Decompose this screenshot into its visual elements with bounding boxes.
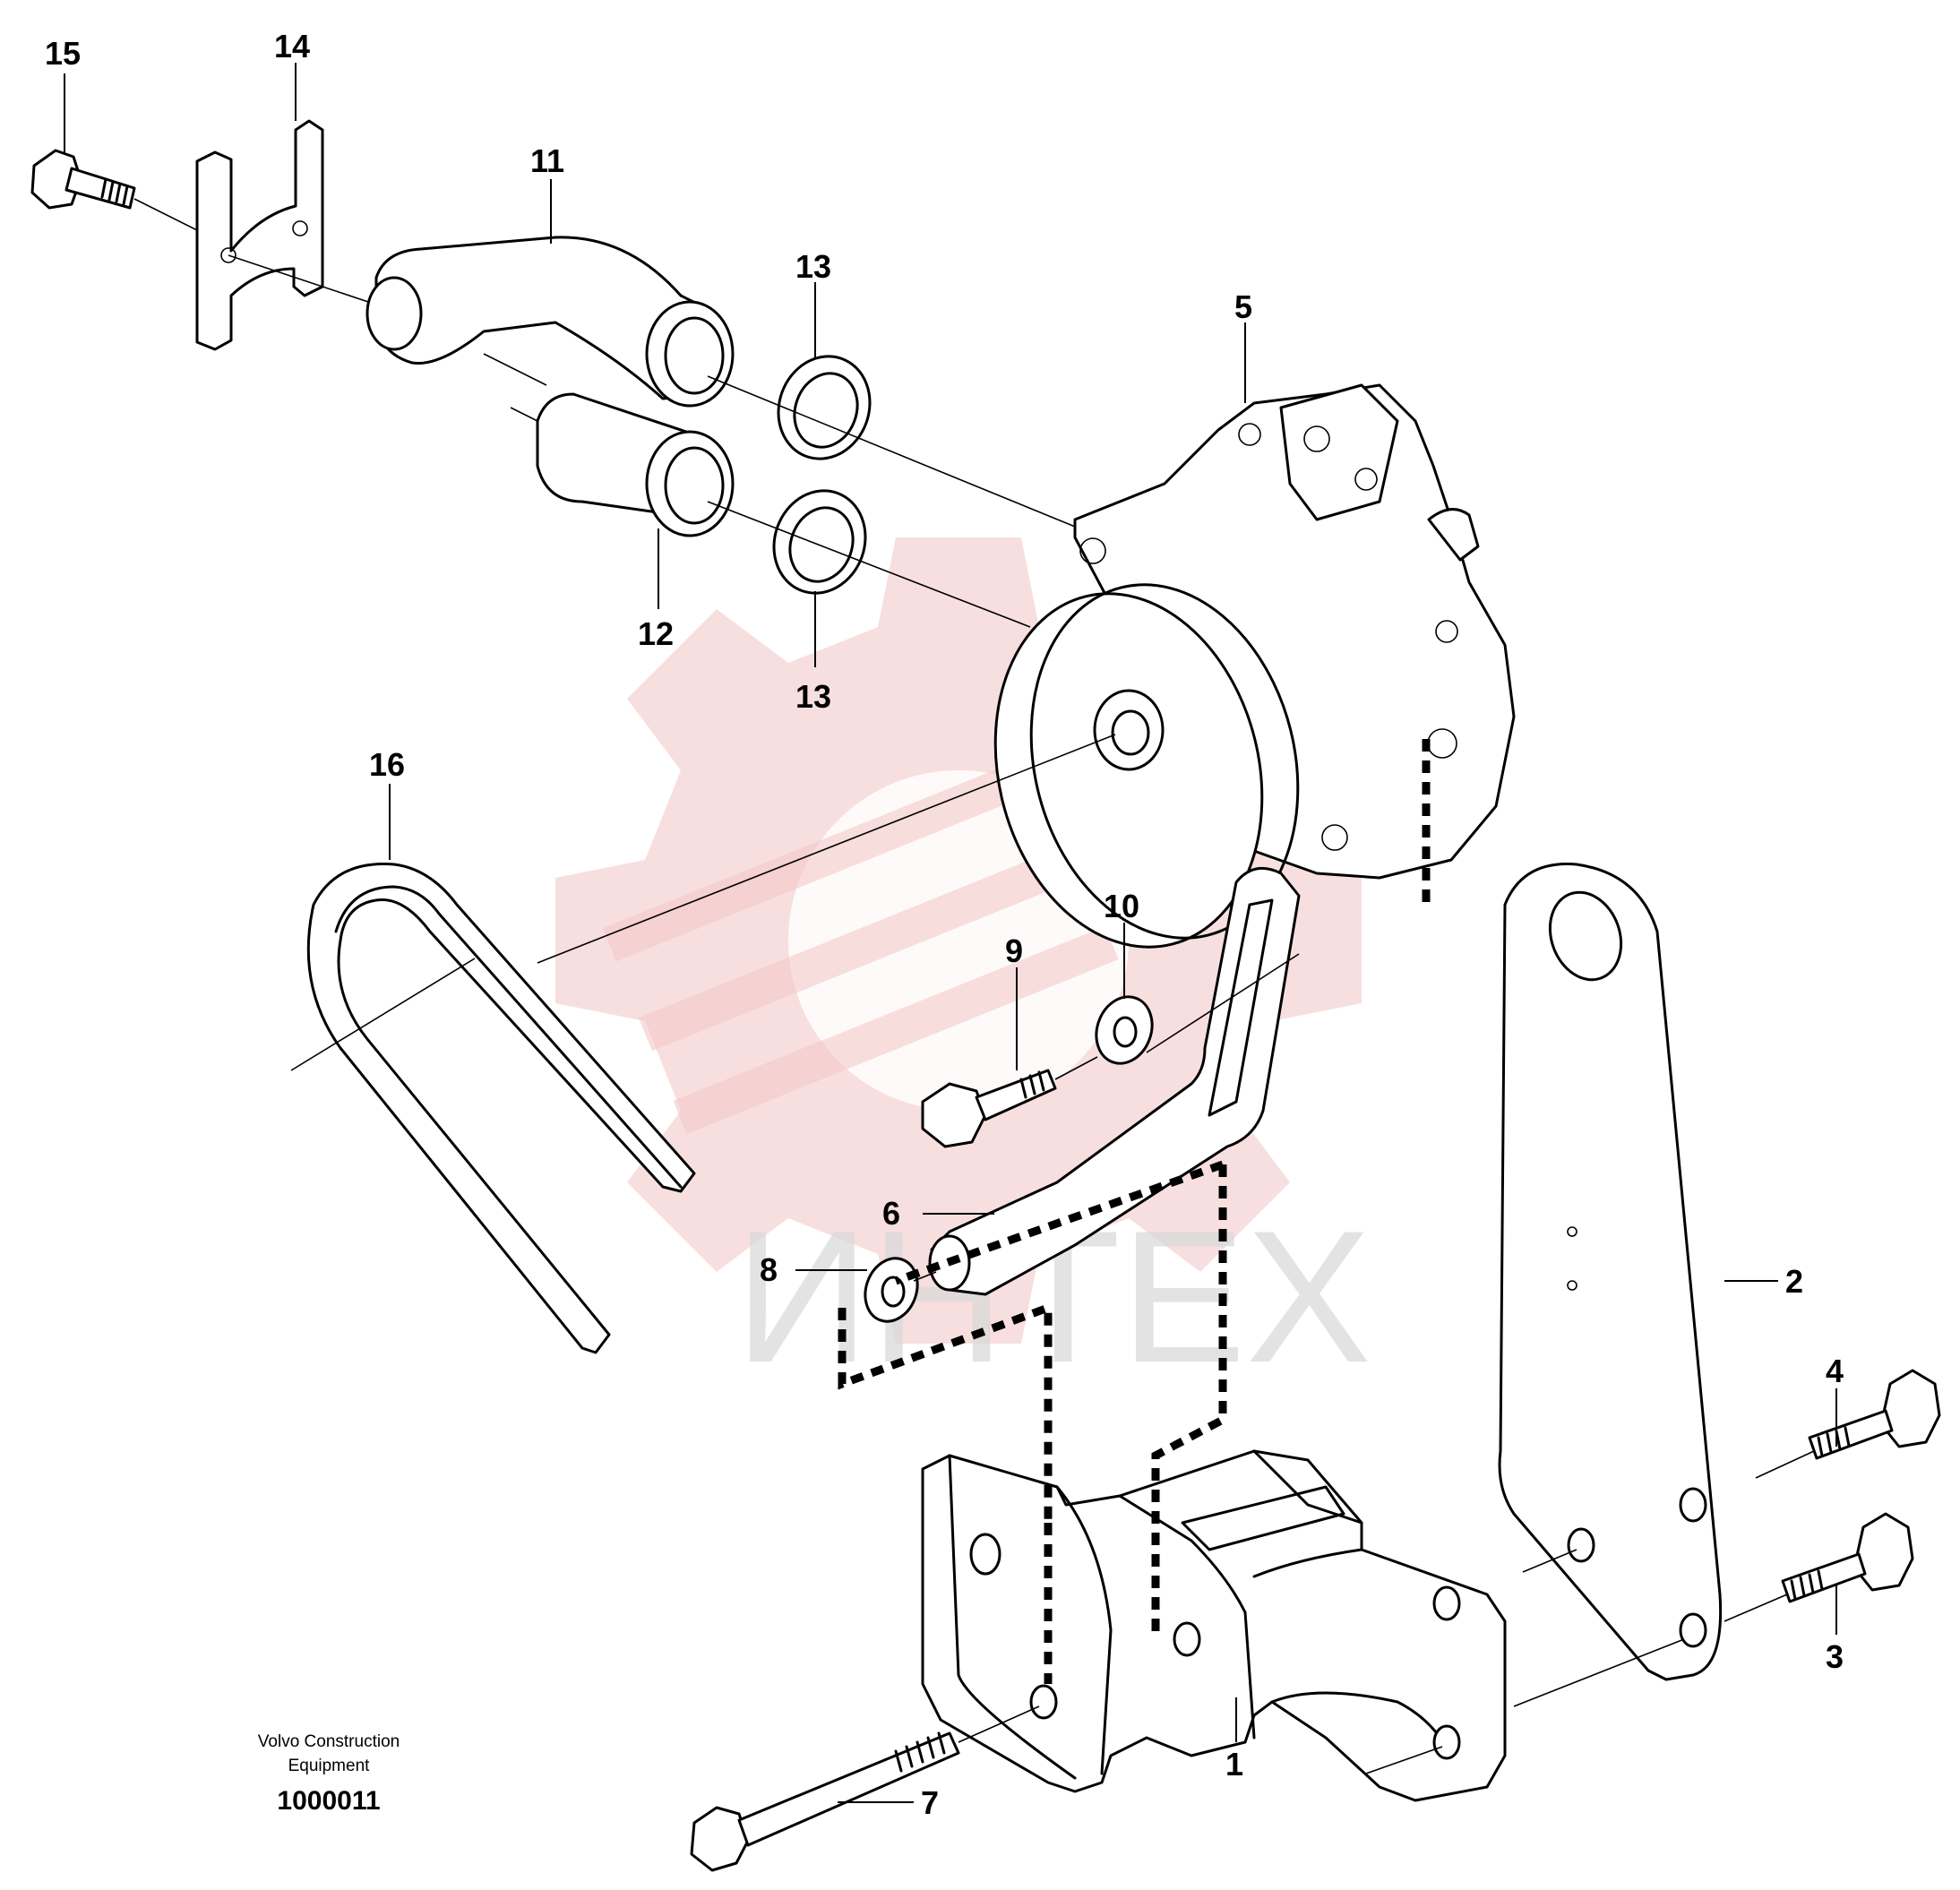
- callout-14: 14: [274, 28, 310, 64]
- callout-13-upper: 13: [795, 248, 831, 285]
- footer-code: 1000011: [277, 1786, 380, 1816]
- callout-6: 6: [882, 1195, 900, 1232]
- footer-block: Volvo Construction Equipment 1000011: [258, 1732, 400, 1816]
- spacer-8: [864, 1257, 937, 1323]
- seal-ring-13-upper: [777, 355, 872, 460]
- bolt-7: [690, 1705, 1040, 1872]
- bolt-4: [1755, 1369, 1941, 1479]
- callout-12: 12: [638, 615, 674, 652]
- callout-8: 8: [760, 1251, 778, 1288]
- footer-line2: Equipment: [288, 1757, 371, 1775]
- callout-7: 7: [921, 1784, 939, 1821]
- callout-15: 15: [45, 35, 81, 72]
- v-belt-16: [290, 863, 696, 1354]
- callout-11: 11: [530, 142, 564, 179]
- callout-5: 5: [1234, 288, 1252, 325]
- bracket-plate-2: [1498, 863, 1723, 1681]
- washer-10: [1095, 995, 1154, 1065]
- callout-4: 4: [1826, 1353, 1844, 1389]
- bolt-9: [921, 1056, 1098, 1148]
- mounting-bracket-1: [921, 1449, 1507, 1802]
- bolt-3: [1724, 1512, 1914, 1622]
- bolt-15: [30, 149, 207, 236]
- pipe-11: [365, 236, 735, 408]
- leader-lines: [64, 63, 1837, 1803]
- callout-10: 10: [1104, 888, 1139, 924]
- footer-line1: Volvo Construction: [258, 1732, 400, 1751]
- pipe-12: [483, 353, 735, 537]
- callout-9: 9: [1005, 932, 1023, 969]
- callout-13-lower: 13: [795, 678, 831, 715]
- callout-labels: 15 14 11 13 5 12 13 16 10 9 6 8 2 4 3 1 …: [45, 28, 1844, 1821]
- callout-16: 16: [369, 746, 405, 783]
- seal-ring-13-lower: [772, 489, 867, 595]
- bracket-14: [195, 119, 377, 351]
- callout-2: 2: [1785, 1263, 1803, 1300]
- water-pump-5: [993, 383, 1516, 949]
- callout-3: 3: [1826, 1638, 1844, 1675]
- assembly-dashed-lines: [838, 739, 1431, 1684]
- callout-1: 1: [1225, 1746, 1243, 1783]
